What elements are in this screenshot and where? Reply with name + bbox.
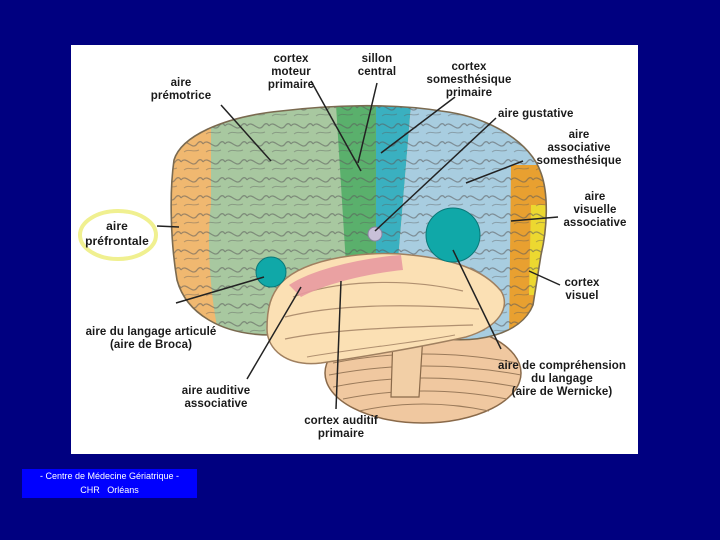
brain-diagram-panel: aire prémotrice cortex moteur primaire s… [71, 45, 638, 454]
footer-line-2: CHR Orléans [22, 483, 197, 497]
label-motor-cortex: cortex moteur primaire [249, 53, 333, 92]
label-auditory-assoc: aire auditive associative [166, 385, 266, 411]
label-gustative: aire gustative [498, 108, 598, 121]
label-wernicke: aire de compréhension du langage (aire d… [486, 360, 638, 399]
footer-line-1: - Centre de Médecine Gériatrique - [22, 469, 197, 483]
label-prefrontal: aire préfrontale [75, 219, 159, 249]
label-somesthesic-cortex: cortex somesthésique primaire [413, 61, 525, 100]
label-premotor: aire prémotrice [141, 77, 221, 103]
label-assoc-somesthesic: aire associative somesthésique [523, 129, 635, 168]
gustative-area [368, 227, 382, 241]
label-broca: aire du langage articulé (aire de Broca) [71, 326, 231, 352]
label-visual-cortex: cortex visuel [551, 277, 613, 303]
label-central-sulcus: sillon central [349, 53, 405, 79]
label-auditory-primary: cortex auditif primaire [289, 415, 393, 441]
label-visual-assoc: aire visuelle associative [553, 191, 637, 230]
footer-caption-box: - Centre de Médecine Gériatrique - CHR O… [22, 469, 197, 498]
wernicke-area [426, 208, 480, 262]
broca-area [256, 257, 286, 287]
